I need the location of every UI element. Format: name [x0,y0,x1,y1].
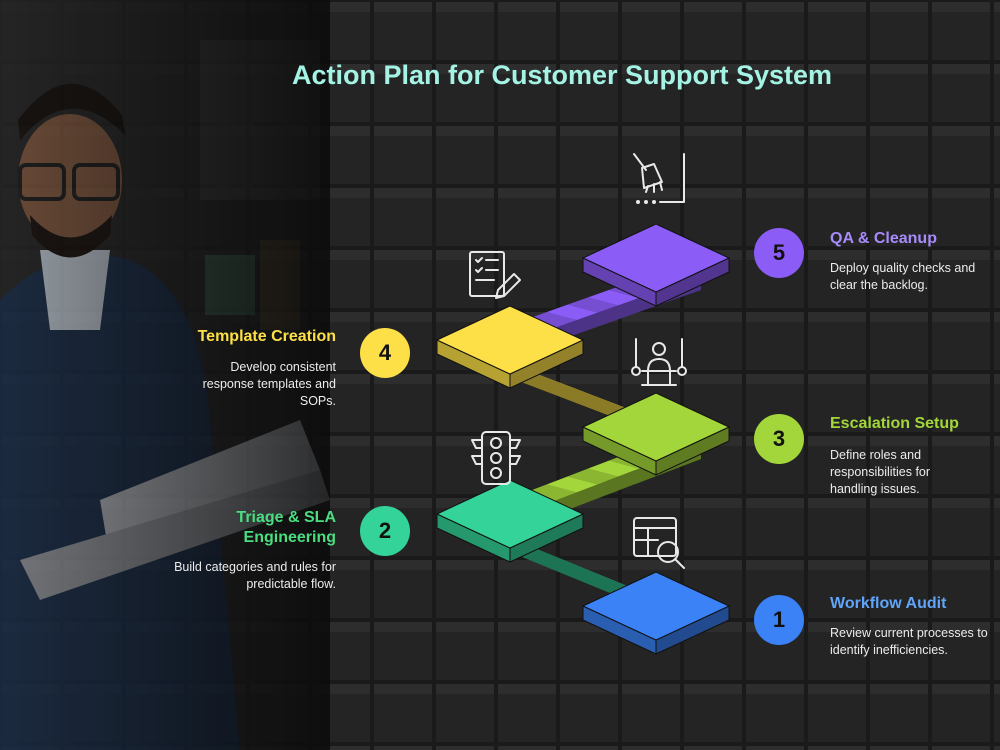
step-5-description: Deploy quality checks and clear the back… [830,261,976,292]
traffic-light-icon [471,431,521,485]
step-3-title: Escalation Setup [830,415,959,432]
step-2-number: 2 [360,506,410,556]
step-1-platform [581,571,731,655]
step-2-title: Triage & SLA Engineering [236,509,336,546]
step-1-number: 1 [754,595,804,645]
spreadsheet-search-icon [633,517,685,569]
step-2-description: Build categories and rules for predictab… [174,560,336,591]
step-4-number: 4 [360,328,410,378]
step-4-description: Develop consistent response templates an… [202,360,336,408]
broom-icon [633,153,685,204]
step-3-number: 3 [754,414,804,464]
presenter-photo [0,0,330,750]
step-4-title: Template Creation [197,328,336,345]
step-5-platform [581,223,731,307]
person-on-podium-icon [631,338,687,386]
step-5-number: 5 [754,228,804,278]
step-3-platform [581,392,731,476]
step-2-platform [435,479,585,563]
page-title: Action Plan for Customer Support System [292,60,833,90]
step-5-title: QA & Cleanup [830,230,937,247]
step-1-description: Review current processes to identify ine… [830,626,988,657]
step-1-title: Workflow Audit [830,595,947,612]
step-4-platform [435,305,585,389]
step-3-description: Define roles and responsibilities for ha… [830,448,931,496]
document-pen-icon [469,251,521,299]
